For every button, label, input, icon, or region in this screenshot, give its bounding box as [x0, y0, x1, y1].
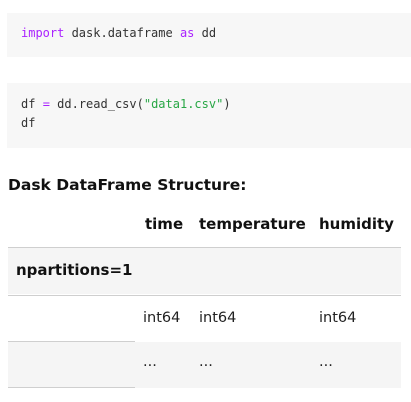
column-header-time: time [145, 215, 184, 233]
csv-filename-string: "data1.csv" [143, 97, 224, 111]
dtype-time: int64 [143, 310, 181, 326]
module-alias: dd [194, 26, 217, 40]
keyword-import: import [21, 26, 65, 40]
output-title: Dask DataFrame Structure: [8, 176, 247, 194]
npartitions-label: npartitions=1 [16, 261, 133, 279]
code-cell-read-csv[interactable]: df = dd.read_csv("data1.csv") df [7, 83, 411, 148]
df-expression: df [21, 116, 36, 130]
table-row-npartitions: npartitions=1 [8, 248, 401, 294]
npartitions-separator [8, 295, 401, 296]
module-name: dask.dataframe [64, 26, 180, 40]
ellipsis-temperature: ... [199, 354, 213, 370]
ellipsis-humidity: ... [319, 354, 333, 370]
table-row-dtypes: int64 int64 int64 [8, 296, 401, 342]
read-csv-call: dd.read_csv( [49, 97, 144, 111]
column-header-temperature: temperature [199, 215, 306, 233]
index-separator-1 [8, 341, 135, 342]
close-paren: ) [223, 97, 231, 111]
assign-operator: = [42, 97, 50, 111]
header-separator [8, 247, 401, 248]
dtype-humidity: int64 [319, 310, 357, 326]
ellipsis-time: ... [143, 354, 157, 370]
keyword-as: as [179, 26, 195, 40]
variable-df: df [21, 97, 43, 111]
dtype-temperature: int64 [199, 310, 237, 326]
index-separator-2 [8, 387, 135, 388]
table-row-ellipsis: ... ... ... [8, 342, 401, 388]
code-cell-import[interactable]: import dask.dataframe as dd [7, 13, 411, 57]
column-header-humidity: humidity [319, 215, 394, 233]
